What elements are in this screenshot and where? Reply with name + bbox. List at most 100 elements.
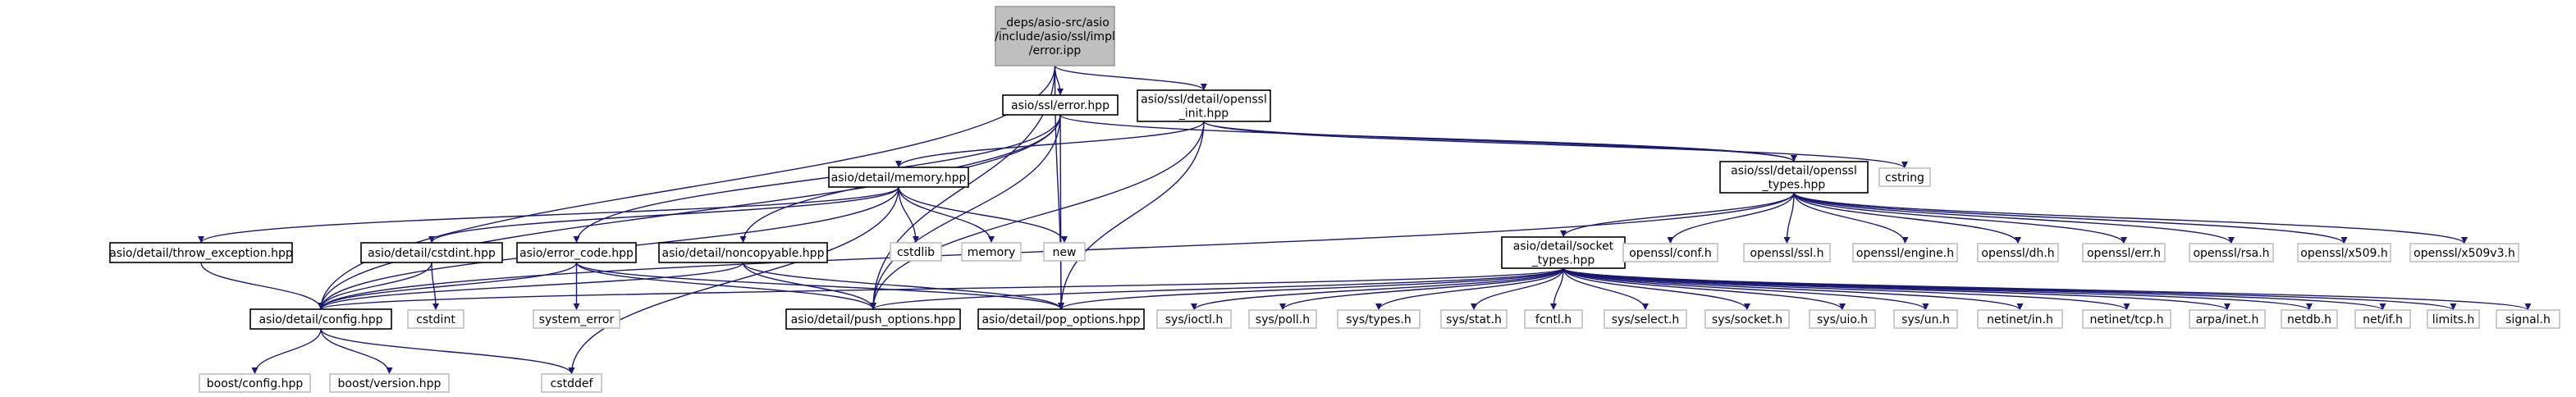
node-stat-h: sys/stat.h	[1440, 309, 1508, 329]
edge-memory-to-cstdint_hpp	[428, 186, 899, 244]
node-box	[2281, 309, 2338, 329]
node-fcntl-h: fcntl.h	[1524, 309, 1583, 329]
node-config[interactable]: asio/detail/config.hpp	[249, 308, 392, 330]
node-box	[2354, 309, 2411, 329]
node-box	[1248, 309, 1317, 329]
node-throw-exception[interactable]: asio/detail/throw_exception.hpp	[109, 242, 293, 263]
node-label: openssl/engine.h	[1856, 247, 1954, 260]
node-label: asio/detail/memory.hpp	[831, 171, 967, 185]
node-boost-config: boost/config.hpp	[199, 373, 311, 393]
node-cstdint-hpp[interactable]: asio/detail/cstdint.hpp	[360, 242, 503, 263]
node-socket-types[interactable]: asio/detail/socket_types.hpp	[1501, 236, 1626, 269]
node-label: sys/socket.h	[1712, 313, 1782, 326]
edge-error_code-to-config	[318, 262, 578, 310]
node-new: new	[1043, 242, 1086, 262]
node-box	[1622, 243, 1718, 262]
node-err-h: openssl/err.h	[2082, 243, 2166, 262]
node-cstring: cstring	[1878, 167, 1931, 187]
node-box	[199, 373, 311, 393]
node-label: openssl/ssl.h	[1750, 247, 1824, 260]
node-label: openssl/x509.h	[2300, 247, 2387, 260]
node-noncopyable[interactable]: asio/detail/noncopyable.hpp	[658, 242, 828, 263]
node-label: openssl/conf.h	[1629, 247, 1712, 260]
node-box	[1043, 242, 1086, 262]
node-label: cstdint	[416, 313, 455, 326]
edge-socket_types-to-poll_h	[1279, 267, 1564, 311]
node-label: boost/version.hpp	[338, 377, 442, 390]
edge-cstdint_hpp-to-config	[318, 262, 432, 310]
node-box	[541, 373, 602, 393]
node-box	[658, 242, 828, 263]
node-x509-h: openssl/x509.h	[2297, 243, 2391, 262]
node-openssl-types[interactable]: asio/ssl/detail/openssl_types.hpp	[1719, 161, 1869, 194]
edge-socket_types-to-netdb_h	[1563, 267, 2313, 311]
node-box	[1337, 309, 1421, 329]
edge-ssl_error-to-error_code	[573, 114, 1061, 244]
node-box	[1878, 167, 1931, 187]
node-label: _types.hpp	[1762, 179, 1826, 192]
node-ssl-error[interactable]: asio/ssl/error.hpp	[1002, 94, 1119, 116]
node-label: sys/poll.h	[1256, 313, 1310, 326]
node-label: openssl/rsa.h	[2193, 247, 2269, 260]
edge-socket_types-to-select_h	[1563, 267, 1649, 311]
edge-socket_types-to-in_h	[1563, 267, 2024, 311]
node-in-h: netinet/in.h	[1977, 309, 2063, 329]
node-label: cstddef	[551, 377, 594, 390]
node-if-h: net/if.h	[2354, 309, 2411, 329]
node-label: asio/detail/socket	[1513, 240, 1614, 253]
node-box	[2082, 243, 2166, 262]
node-box	[1704, 309, 1790, 329]
node-box	[1002, 94, 1119, 116]
node-openssl-init[interactable]: asio/ssl/detail/openssl_init.hpp	[1137, 89, 1271, 122]
edge-root-to-openssl_init	[1054, 65, 1207, 91]
node-box	[1977, 243, 2059, 262]
node-box	[1809, 309, 1876, 329]
node-box	[2189, 243, 2274, 262]
node-label: netdb.h	[2287, 313, 2331, 326]
node-box	[2409, 243, 2519, 262]
edge-openssl_types-to-x509v3_h	[1793, 192, 2468, 244]
node-un-h: sys/un.h	[1893, 309, 1958, 329]
node-box	[2496, 309, 2560, 329]
node-box	[1524, 309, 1583, 329]
node-error-code[interactable]: asio/error_code.hpp	[516, 242, 637, 263]
edge-memory-to-cstdlib	[898, 186, 919, 244]
edge-throw_exception-to-config	[200, 262, 324, 310]
node-cstddef: cstddef	[541, 373, 602, 393]
node-label: asio/detail/pop_options.hpp	[981, 313, 1140, 326]
node-layer: _deps/asio-src/asio/include/asio/ssl/imp…	[109, 6, 2560, 393]
node-pop-options[interactable]: asio/detail/pop_options.hpp	[977, 308, 1145, 330]
node-memory-std: memory	[961, 242, 1022, 262]
node-conf-h: openssl/conf.h	[1622, 243, 1718, 262]
edge-openssl_types-to-err_h	[1793, 192, 2127, 244]
edge-socket_types-to-uio_h	[1563, 267, 1846, 311]
edge-socket_types-to-inet_h	[1563, 267, 2231, 311]
node-box	[249, 308, 392, 330]
edge-openssl_types-to-socket_types	[1560, 192, 1795, 238]
node-label: openssl/x509v3.h	[2414, 247, 2515, 260]
edge-memory-to-memory_std	[898, 186, 995, 244]
node-label: netinet/in.h	[1987, 313, 2053, 326]
node-memory[interactable]: asio/detail/memory.hpp	[828, 167, 969, 188]
node-netdb-h: netdb.h	[2281, 309, 2338, 329]
node-label: cstring	[1885, 171, 1924, 185]
node-box	[785, 308, 961, 330]
node-label: asio/detail/throw_exception.hpp	[109, 247, 293, 260]
edge-openssl_init-to-push_options	[870, 121, 1205, 310]
node-ioctl-h: sys/ioctl.h	[1156, 309, 1232, 329]
node-box	[407, 309, 464, 329]
node-label: openssl/err.h	[2087, 247, 2161, 260]
node-label: signal.h	[2505, 313, 2551, 326]
edge-openssl_types-to-conf_h	[1667, 192, 1795, 244]
edge-openssl_init-to-openssl_types	[1203, 121, 1797, 162]
edge-socket_types-to-signal_h	[1563, 267, 2532, 311]
edge-memory-to-cstddef	[568, 186, 899, 375]
node-label: sys/select.h	[1612, 313, 1680, 326]
edge-root-to-ssl_error	[1054, 65, 1064, 96]
edge-openssl_init-to-memory	[895, 121, 1205, 168]
node-box	[1440, 309, 1508, 329]
node-push-options[interactable]: asio/detail/push_options.hpp	[785, 308, 961, 330]
node-label: system_error	[539, 313, 615, 326]
node-root[interactable]: _deps/asio-src/asio/include/asio/ssl/imp…	[995, 6, 1115, 66]
edge-openssl_types-to-engine_h	[1793, 192, 1909, 244]
